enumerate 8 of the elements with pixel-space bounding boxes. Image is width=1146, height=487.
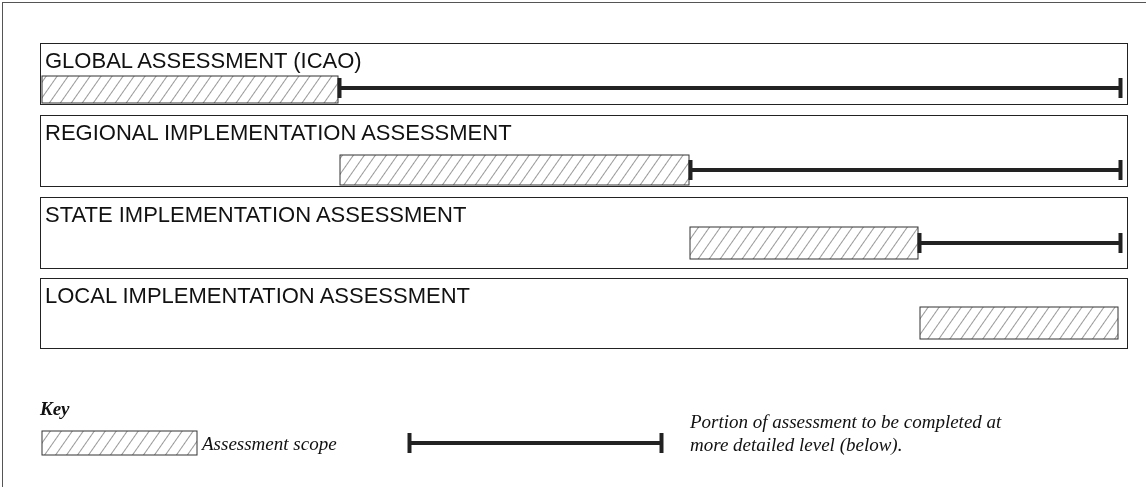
band-title: STATE IMPLEMENTATION ASSESSMENT	[45, 202, 467, 228]
key-heading: Key	[40, 398, 70, 420]
band-title: REGIONAL IMPLEMENTATION ASSESSMENT	[45, 120, 512, 146]
band-title: LOCAL IMPLEMENTATION ASSESSMENT	[45, 283, 470, 309]
legend-text: Assessment scope	[202, 432, 338, 455]
assessment-band	[40, 278, 1128, 349]
band-title: GLOBAL ASSESSMENT (ICAO)	[45, 48, 362, 74]
legend-text: Portion of assessment to be completed at more detailed level (below).	[690, 410, 1003, 456]
